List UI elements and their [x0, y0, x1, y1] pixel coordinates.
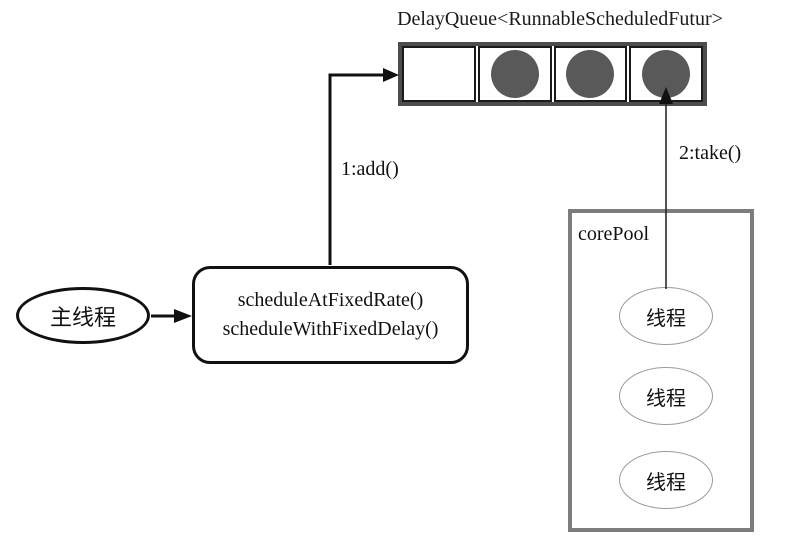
delay-queue-title: DelayQueue<RunnableScheduledFutur>	[397, 8, 723, 30]
thread-label: 线程	[646, 307, 686, 330]
task-circle	[642, 50, 691, 98]
delay-queue-box	[398, 42, 707, 106]
thread-label: 线程	[646, 387, 686, 410]
task-circle	[490, 50, 539, 98]
core-pool-label: corePool	[578, 223, 650, 245]
schedule-with-fixed-delay-label: scheduleWithFixedDelay()	[222, 318, 439, 340]
main-thread-ellipse: 主线程	[16, 287, 150, 344]
task-circle	[566, 50, 615, 98]
thread-ellipse: 线程	[619, 287, 713, 345]
thread-ellipse: 线程	[619, 451, 713, 509]
queue-cell	[629, 46, 703, 102]
thread-label: 线程	[646, 471, 686, 494]
thread-ellipse: 线程	[619, 367, 713, 425]
queue-cell	[477, 46, 552, 102]
scheduler-method-box: scheduleAtFixedRate() scheduleWithFixedD…	[192, 266, 469, 364]
main-thread-to-scheduler-arrow	[151, 309, 192, 323]
queue-cell	[402, 46, 476, 102]
main-thread-label: 主线程	[49, 304, 116, 330]
add-arrow-label: 1:add()	[341, 158, 399, 180]
queue-cell	[553, 46, 628, 102]
take-arrow-label: 2:take()	[679, 142, 742, 164]
schedule-at-fixed-rate-label: scheduleAtFixedRate()	[237, 289, 424, 311]
